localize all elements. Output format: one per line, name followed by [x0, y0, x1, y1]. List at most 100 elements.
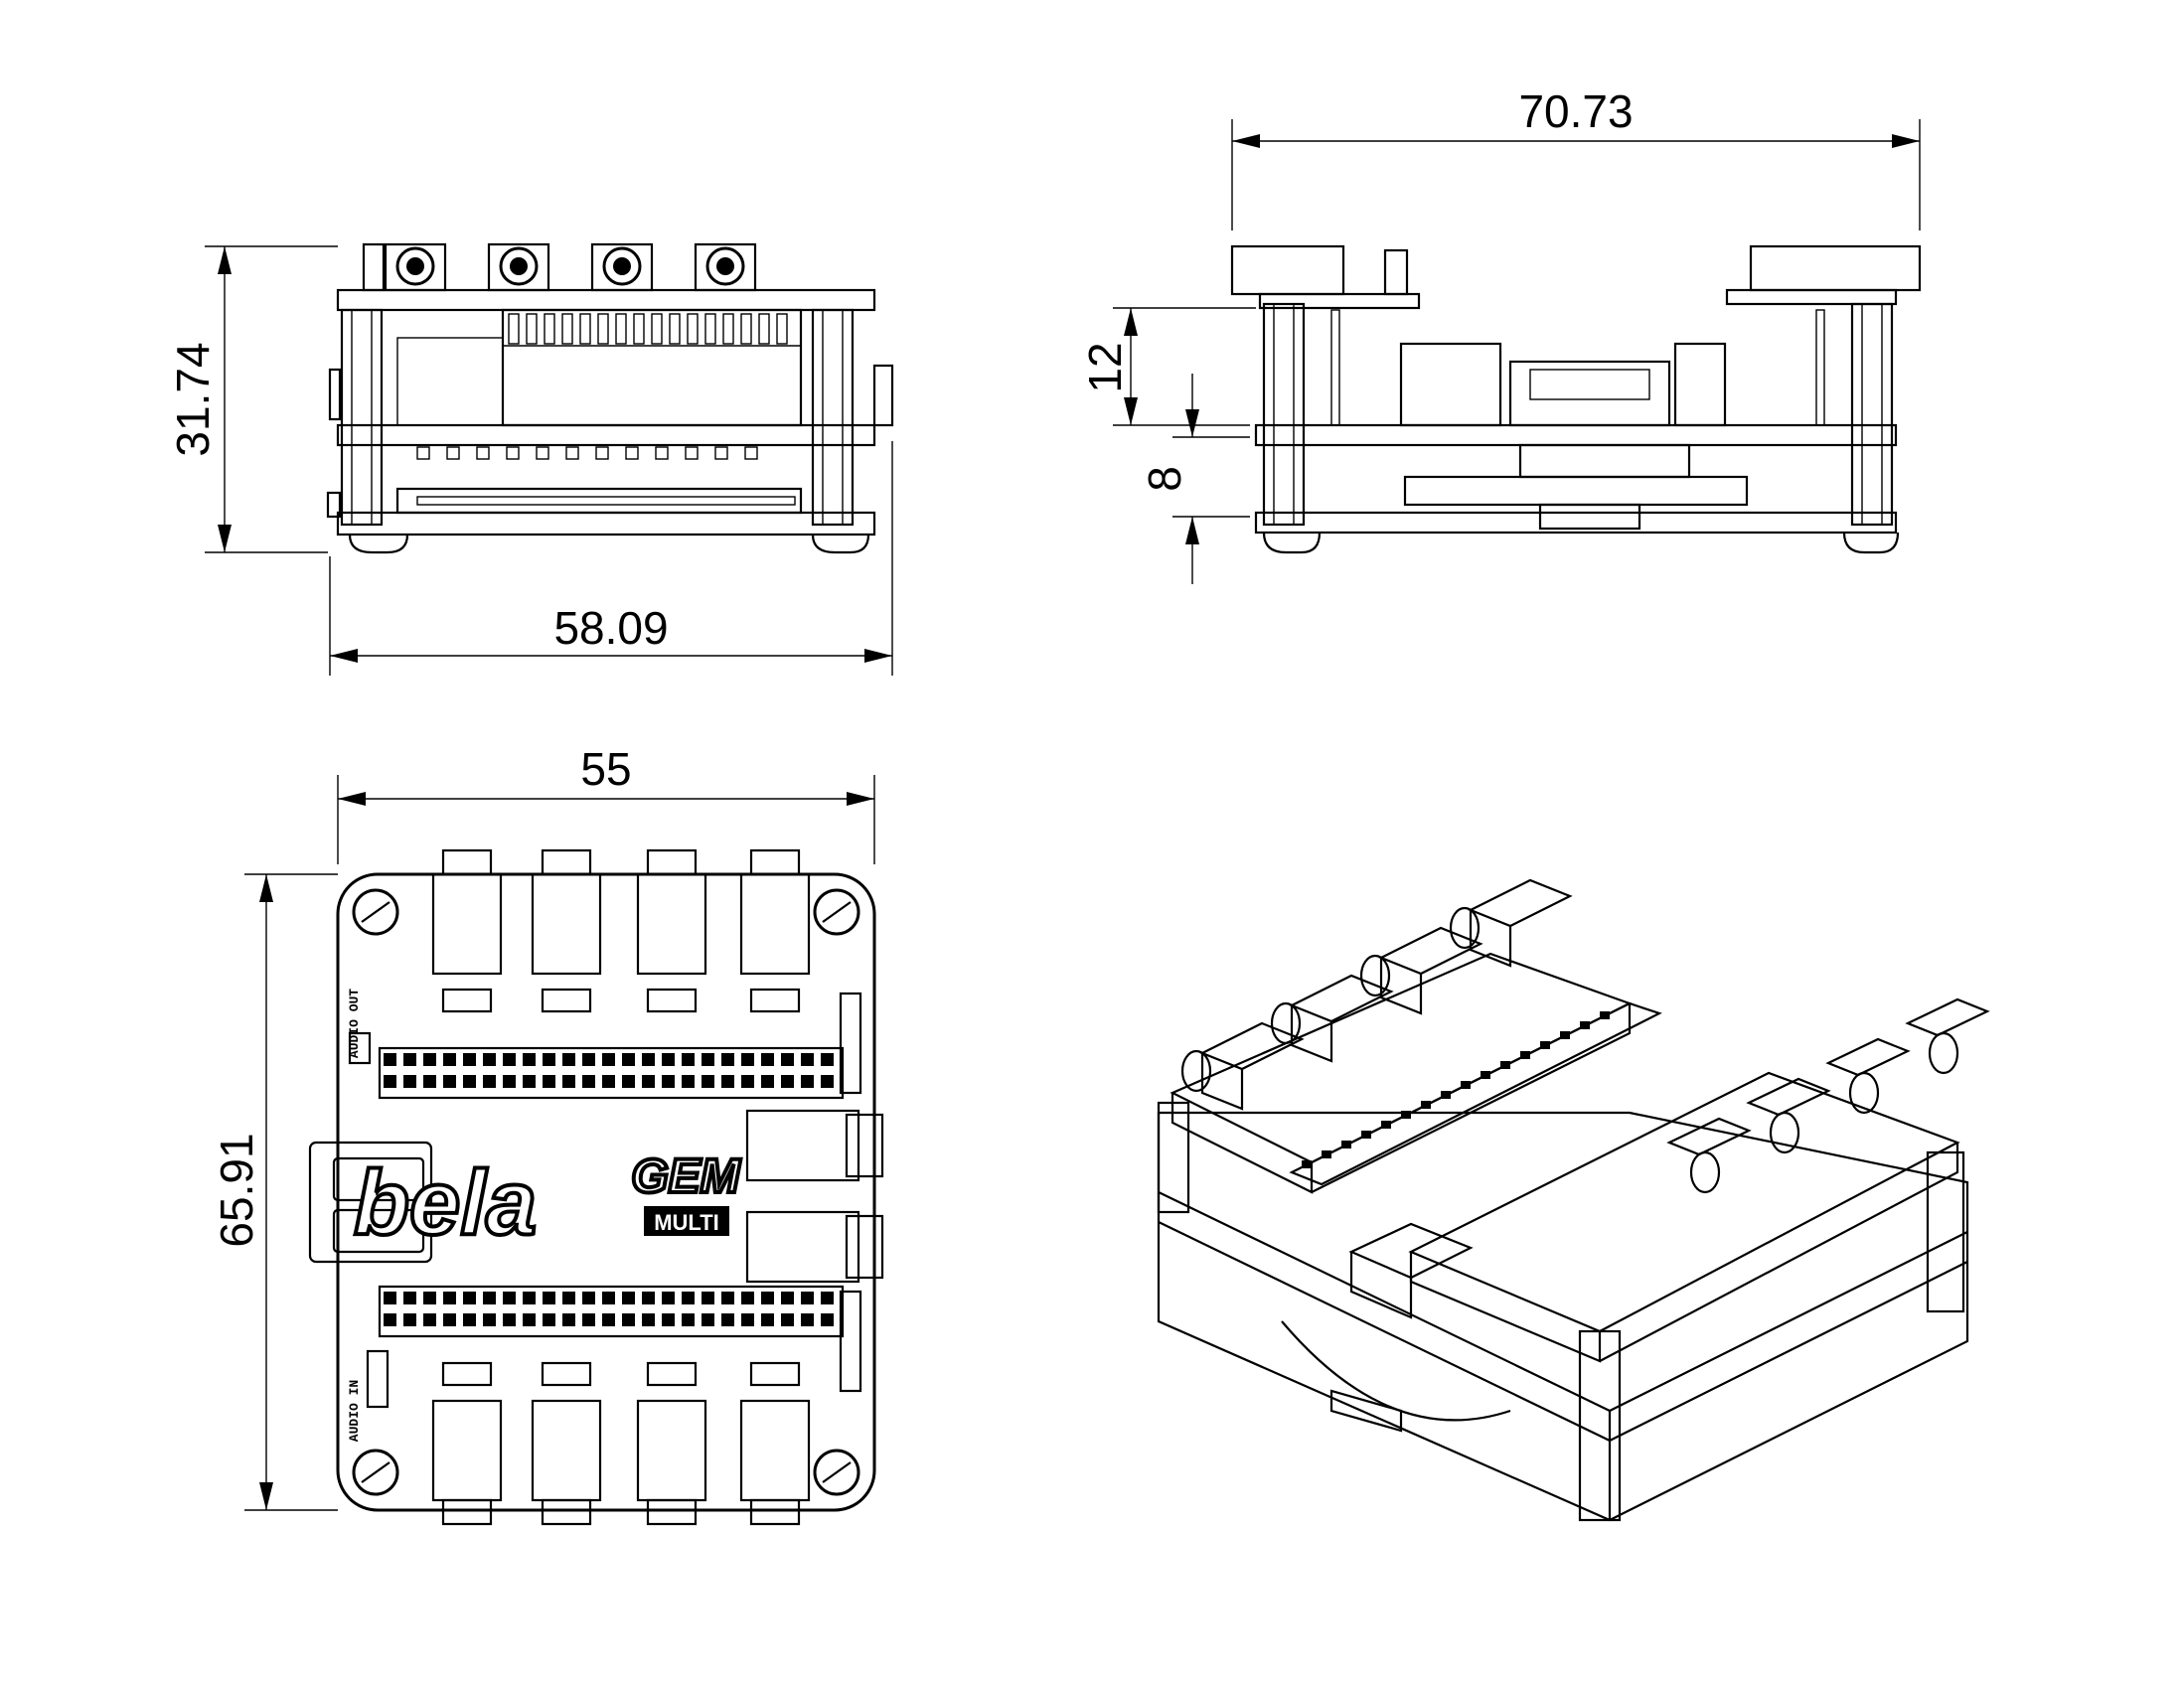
- dim-side-width: 70.73: [1231, 85, 1921, 230]
- side-view: [1230, 244, 1922, 554]
- bela-logo: bela GEM MULTI: [352, 1148, 743, 1256]
- header-pin: [781, 1292, 794, 1304]
- header-pin: [1361, 1131, 1371, 1139]
- header-pin: [761, 1075, 774, 1088]
- header-pin: [543, 1053, 555, 1066]
- header-pin: [403, 1313, 416, 1326]
- pin: [740, 313, 752, 345]
- header-pin: [1341, 1141, 1351, 1148]
- top-view: bela GEM MULTI AUDIO OUT AUDIO IN: [308, 848, 884, 1526]
- header-pin: [423, 1075, 436, 1088]
- header-pin: [662, 1075, 675, 1088]
- header-pin: [662, 1053, 675, 1066]
- header-pin: [622, 1075, 635, 1088]
- header-pin: [821, 1075, 834, 1088]
- pin: [687, 313, 699, 345]
- jack-socket: [705, 246, 745, 286]
- header-pin: [423, 1313, 436, 1326]
- dim-side-top-gap: 12: [1079, 307, 1256, 426]
- hole-slot: [361, 901, 390, 923]
- header-pin: [403, 1292, 416, 1304]
- jack-front: [1290, 1005, 1333, 1063]
- dim-side-bottom-gap: 8: [1139, 374, 1250, 584]
- product-text: GEM: [631, 1150, 740, 1203]
- header-pin: [1540, 1041, 1550, 1049]
- header-pin: [423, 1292, 436, 1304]
- header-pin: [721, 1313, 734, 1326]
- mounting-hole: [813, 1449, 860, 1496]
- header-pin: [801, 1075, 814, 1088]
- pin: [561, 313, 573, 345]
- pin: [758, 313, 770, 345]
- pin: [526, 313, 538, 345]
- header-pin: [543, 1075, 555, 1088]
- jack-socket: [1769, 1111, 1800, 1154]
- header-pin: [642, 1075, 655, 1088]
- header-pin: [821, 1313, 834, 1326]
- header-pin: [801, 1053, 814, 1066]
- header-pin: [622, 1292, 635, 1304]
- header-pin: [821, 1053, 834, 1066]
- header-pin: [562, 1313, 575, 1326]
- header-pin: [562, 1075, 575, 1088]
- jack-top: [1378, 926, 1483, 976]
- header-pin: [403, 1053, 416, 1066]
- jack-body: [431, 872, 503, 976]
- header-pin: [543, 1292, 555, 1304]
- jack-socket: [602, 246, 642, 286]
- header-pin: [1441, 1091, 1451, 1099]
- header-pin: [721, 1075, 734, 1088]
- header-pin: [702, 1292, 714, 1304]
- header-pin: [741, 1053, 754, 1066]
- header-pin: [523, 1075, 536, 1088]
- header-pin: [602, 1292, 615, 1304]
- pin: [655, 446, 669, 460]
- jack-body: [739, 1399, 811, 1502]
- header-pin: [582, 1313, 595, 1326]
- pin: [476, 446, 490, 460]
- jack-nose: [646, 848, 698, 876]
- mounting-hole: [352, 1449, 399, 1496]
- header-pin: [602, 1313, 615, 1326]
- header-pin: [761, 1292, 774, 1304]
- jack-socket: [1848, 1071, 1880, 1115]
- header-outline: [378, 1285, 845, 1338]
- header-pin: [682, 1075, 695, 1088]
- pin: [506, 446, 520, 460]
- pin: [508, 313, 520, 345]
- header-pin: [1401, 1111, 1411, 1119]
- header-pin: [483, 1053, 496, 1066]
- header-pin: [384, 1292, 396, 1304]
- jack-top: [1289, 974, 1394, 1023]
- hole-slot: [822, 1461, 852, 1483]
- front-width-label: 58.09: [553, 602, 668, 654]
- jack-top: [1746, 1077, 1831, 1117]
- header-pin: [741, 1075, 754, 1088]
- jack-nose: [541, 848, 592, 876]
- pin: [714, 446, 728, 460]
- jack-body: [636, 872, 707, 976]
- jack-body: [739, 872, 811, 976]
- header-pin: [443, 1313, 456, 1326]
- pin: [446, 446, 460, 460]
- jack-pad: [749, 1361, 801, 1387]
- header-pin: [662, 1313, 675, 1326]
- header-pin: [602, 1075, 615, 1088]
- jack-pad: [646, 1361, 698, 1387]
- header-pin: [602, 1053, 615, 1066]
- jack-nose: [749, 1498, 801, 1526]
- jack-socket: [1689, 1150, 1721, 1194]
- header-pin: [384, 1053, 396, 1066]
- pin: [704, 313, 716, 345]
- jack-body: [431, 1399, 503, 1502]
- header-pin: [1421, 1101, 1431, 1109]
- header-pin: [761, 1053, 774, 1066]
- jack-nose: [646, 1498, 698, 1526]
- jack-core: [406, 257, 424, 275]
- header-pin: [622, 1053, 635, 1066]
- pin: [633, 313, 645, 345]
- header-pin: [1381, 1121, 1391, 1129]
- header-pin: [423, 1053, 436, 1066]
- pin: [565, 446, 579, 460]
- header-pin: [1560, 1031, 1570, 1039]
